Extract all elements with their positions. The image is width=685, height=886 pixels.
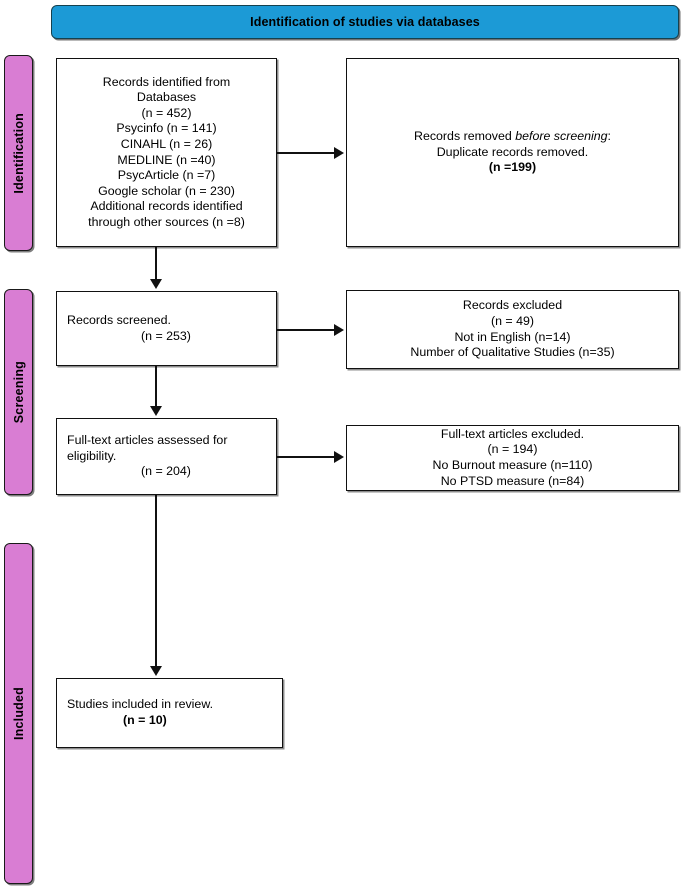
text-line: PsycArticle (n =7) <box>117 168 216 183</box>
text-line: Google scholar (n = 230) <box>98 183 235 198</box>
stage-label-included: Included <box>11 687 26 740</box>
header-title: Identification of studies via databases <box>250 15 480 29</box>
box-fulltext-assessed-text: Full-text articles assessed for eligibil… <box>67 433 266 480</box>
arrow-right-icon <box>334 451 344 463</box>
box-fulltext-excluded-text: Full-text articles excluded. (n = 194) N… <box>355 427 670 489</box>
box-records-removed: Records removed before screening: Duplic… <box>346 58 679 247</box>
box-records-screened-text: Records screened. (n = 253) <box>67 313 266 344</box>
box-fulltext-excluded: Full-text articles excluded. (n = 194) N… <box>346 425 679 491</box>
connector-fulltext-to-ft-excluded <box>277 456 336 458</box>
connector-identified-to-removed <box>277 152 336 154</box>
text-line: (n = 204) <box>141 464 191 479</box>
box-records-excluded: Records excluded (n = 49) Not in English… <box>346 290 679 369</box>
arrow-right-icon <box>334 324 344 336</box>
connector-screened-to-fulltext <box>155 366 157 408</box>
text-line: Databases <box>136 90 197 105</box>
text-line: Not in English (n=14) <box>454 329 571 344</box>
box-studies-included-text: Studies included in review. (n = 10) <box>67 697 272 728</box>
arrow-down-icon <box>150 666 162 676</box>
text-line: Full-text articles assessed for <box>67 433 228 448</box>
text-line: Full-text articles excluded. <box>440 426 585 441</box>
stage-bar-identification: Identification <box>4 55 33 251</box>
text-line: Records excluded <box>462 298 563 313</box>
box-studies-included: Studies included in review. (n = 10) <box>56 678 283 748</box>
text-line: Records identified from <box>102 74 231 89</box>
text-line: Number of Qualitative Studies (n=35) <box>410 345 615 360</box>
text-line: (n = 49) <box>490 313 535 328</box>
box-records-removed-text: Records removed before screening: Duplic… <box>355 129 670 176</box>
text-line: Psycinfo (n = 141) <box>116 121 217 136</box>
box-fulltext-assessed: Full-text articles assessed for eligibil… <box>56 418 277 495</box>
text-line: (n = 253) <box>141 328 191 343</box>
text-line: through other sources (n =8) <box>88 214 245 229</box>
text-fragment-italic: before screening <box>515 129 608 144</box>
stage-bar-included: Included <box>4 543 33 884</box>
arrow-right-icon <box>334 147 344 159</box>
text-line-bold: (n = 10) <box>123 713 167 727</box>
text-line: Additional records identified <box>90 199 243 214</box>
text-line: No PTSD measure (n=84) <box>440 473 585 488</box>
text-line: MEDLINE (n =40) <box>117 152 216 167</box>
connector-screened-to-excluded <box>277 329 336 331</box>
text-line: (n = 194) <box>487 442 538 457</box>
connector-fulltext-to-included <box>155 495 157 668</box>
box-records-identified: Records identified from Databases (n = 4… <box>56 58 277 247</box>
box-records-excluded-text: Records excluded (n = 49) Not in English… <box>355 298 670 360</box>
text-line: No Burnout measure (n=110) <box>432 458 593 472</box>
text-line: (n = 452) <box>141 105 192 120</box>
text-line: Studies included in review. <box>67 697 214 712</box>
text-line: Duplicate records removed. <box>436 144 589 159</box>
text-fragment: Records removed <box>414 129 516 144</box>
box-records-screened: Records screened. (n = 253) <box>56 291 277 366</box>
text-fragment: : <box>607 129 611 144</box>
text-line-bold: (n =199) <box>488 160 537 175</box>
stage-label-screening: Screening <box>11 360 26 424</box>
text-line: Records screened. <box>67 312 171 327</box>
text-line: Records removed before screening: <box>355 129 670 145</box>
text-line: eligibility. <box>67 448 117 463</box>
text-line: CINAHL (n = 26) <box>120 136 213 151</box>
box-records-identified-text: Records identified from Databases (n = 4… <box>61 75 272 231</box>
connector-identified-to-screened <box>155 247 157 281</box>
arrow-down-icon <box>150 406 162 416</box>
stage-label-identification: Identification <box>11 112 26 194</box>
arrow-down-icon <box>150 279 162 289</box>
header-banner: Identification of studies via databases <box>51 5 679 39</box>
stage-bar-screening: Screening <box>4 289 33 495</box>
